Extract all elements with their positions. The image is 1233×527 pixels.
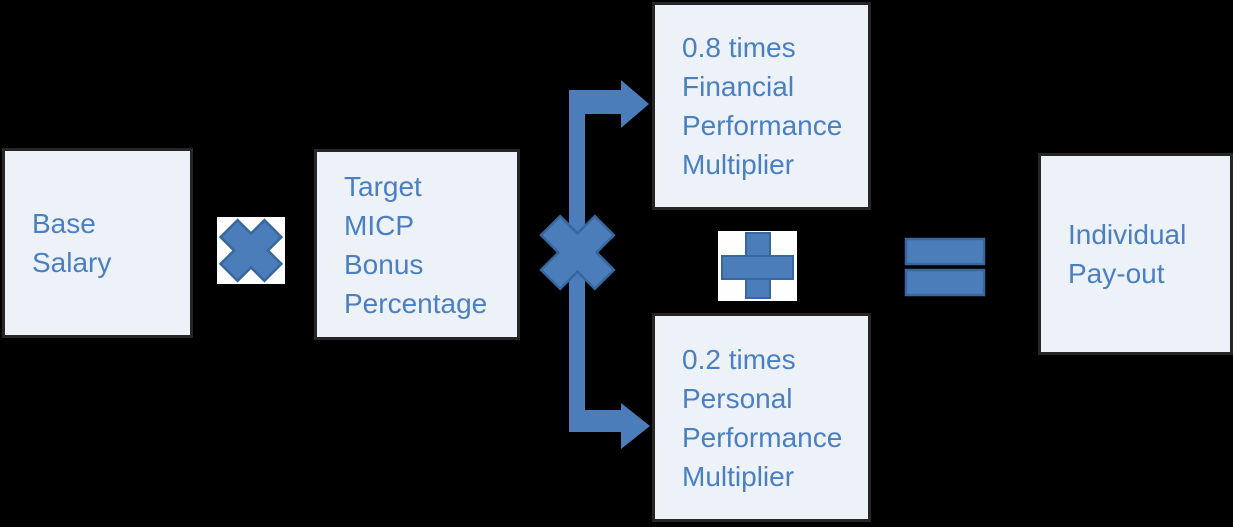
box-base-salary: Base Salary [2, 148, 193, 338]
plus-icon [721, 232, 794, 299]
box-text-line: MICP [344, 209, 414, 241]
box-text-line: Percentage [344, 287, 488, 319]
box-text-line: Individual [1068, 219, 1187, 250]
box-target-micp-bonus: Target MICP Bonus Percentage [314, 149, 520, 340]
box-text-line: Multiplier [682, 149, 795, 180]
box-text-line: Bonus [344, 248, 424, 280]
box-text-line: Financial [682, 71, 795, 102]
box-text-line: Pay-out [1068, 258, 1165, 289]
multiply-icon [218, 218, 284, 283]
box-personal-multiplier: 0.2 times Personal Performance Multiplie… [652, 313, 871, 522]
box-text-line: Multiplier [682, 460, 795, 492]
multiply-icon [539, 214, 616, 291]
box-text-line: Personal [682, 382, 793, 414]
box-text-line: Target [344, 170, 422, 202]
box-text-line: Performance [682, 421, 843, 453]
box-text-line: Salary [32, 247, 112, 278]
box-text-line: Performance [682, 110, 843, 141]
box-text-line: Base [32, 208, 96, 239]
box-text-line: 0.2 times [682, 343, 796, 375]
box-financial-multiplier: 0.8 times Financial Performance Multipli… [652, 2, 871, 210]
box-individual-payout: Individual Pay-out [1038, 153, 1233, 355]
box-text-line: 0.8 times [682, 32, 796, 63]
equals-icon [904, 237, 986, 297]
